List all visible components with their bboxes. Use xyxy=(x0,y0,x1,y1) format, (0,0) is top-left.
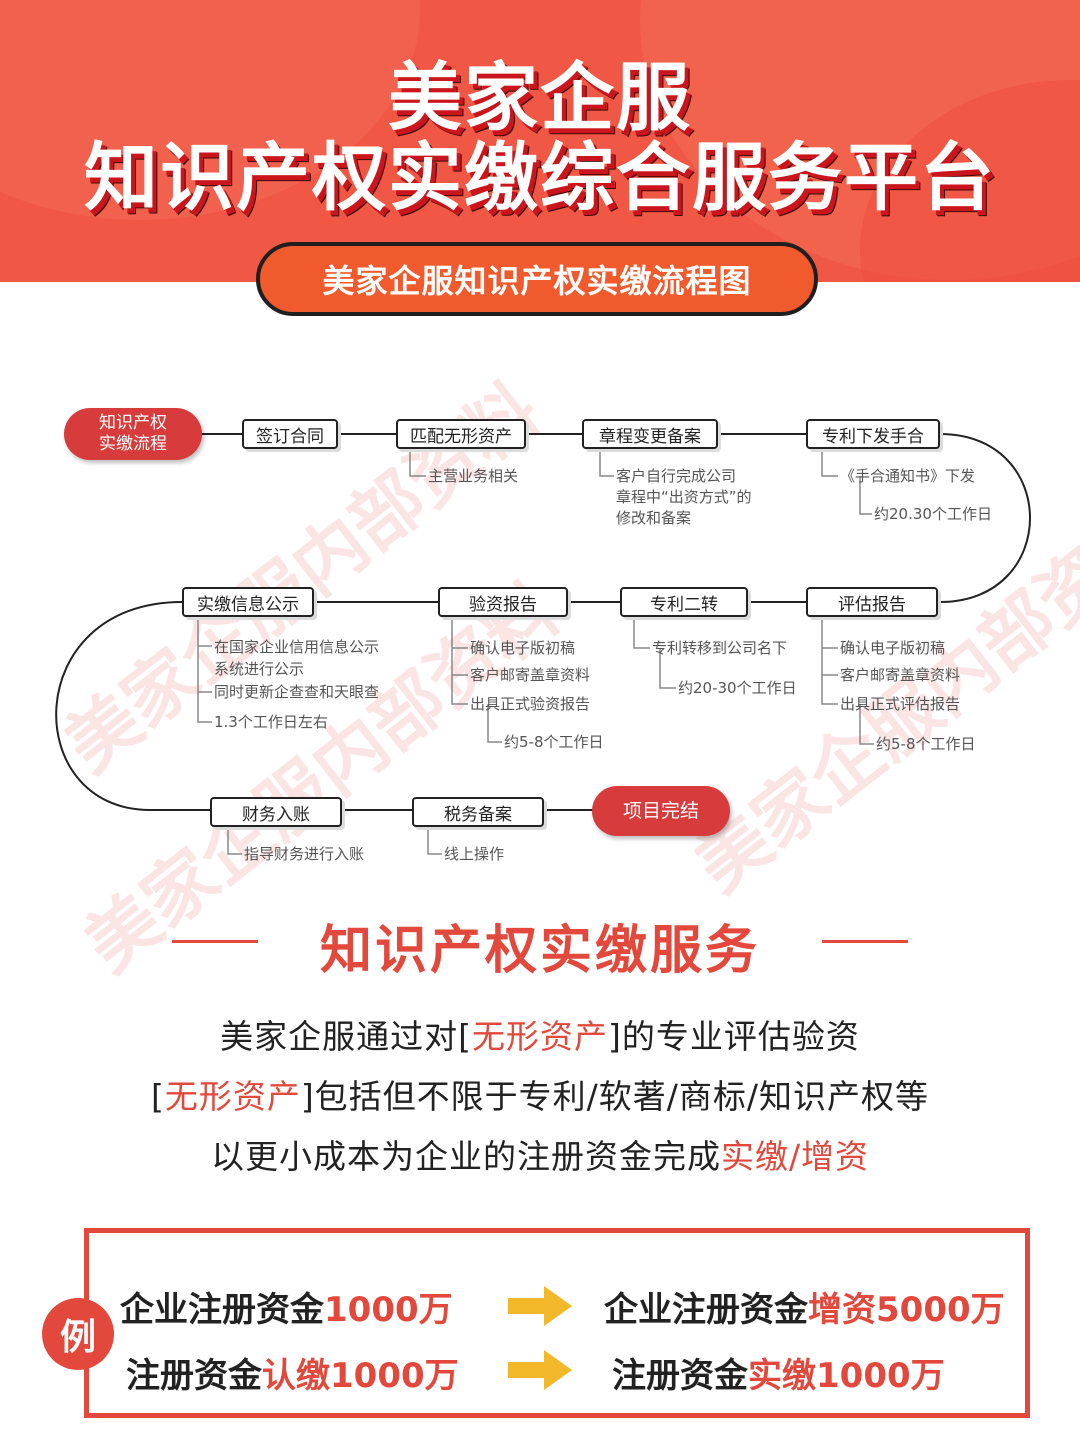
flow-node-disclosure: 实缴信息公示 xyxy=(182,587,314,617)
note-branch xyxy=(659,648,676,689)
flow-node-appraisal-report: 评估报告 xyxy=(806,587,938,617)
flow-note: 同时更新企查查和天眼查 xyxy=(214,683,380,701)
flow-node-accounting: 财务入账 xyxy=(210,797,342,827)
highlight-text: 实缴1000万 xyxy=(748,1356,945,1396)
highlight-text: 无形资产 xyxy=(164,1077,301,1116)
example-badge: 例 xyxy=(42,1298,114,1370)
flow-note: 客户邮寄盖章资料 xyxy=(840,666,961,684)
note-branch xyxy=(451,616,468,705)
text-segment: 注册资金 xyxy=(612,1356,748,1396)
example-row2-left: 注册资金认缴1000万 xyxy=(126,1348,459,1397)
highlight-text: 认缴1000万 xyxy=(262,1356,459,1396)
flow-note: 约5-8个工作日 xyxy=(504,733,604,751)
highlight-text: 1000万 xyxy=(324,1290,453,1330)
note-branch xyxy=(427,824,442,855)
note-branch xyxy=(227,824,242,855)
example-box xyxy=(84,1228,1030,1418)
flow-note: 在国家企业信用信息公示 系统进行公示 xyxy=(214,638,380,678)
flow-end-capsule: 项目完结 xyxy=(592,786,730,836)
section-divider-left xyxy=(172,940,258,943)
service-line-2: [无形资产]包括但不限于专利/软著/商标/知识产权等 xyxy=(0,1070,1080,1118)
page-title-line1: 美家企服 xyxy=(388,55,692,141)
note-branch xyxy=(633,616,650,649)
example-row1-right: 企业注册资金增资5000万 xyxy=(604,1282,1005,1331)
flow-note: 客户自行完成公司 章程中“出资方式”的 修改和备案 xyxy=(616,467,752,527)
arrow-right-icon xyxy=(508,1286,572,1326)
header-banner: 美家企服 知识产权实缴综合服务平台 xyxy=(0,0,1080,282)
flow-note: 约5-8个工作日 xyxy=(876,735,976,753)
note-branch xyxy=(821,616,838,705)
flow-note: 约20-30个工作日 xyxy=(678,679,797,697)
note-branch xyxy=(197,616,212,723)
flow-note: 指导财务进行入账 xyxy=(244,845,365,863)
note-branch xyxy=(487,704,502,743)
highlight-text: 增资5000万 xyxy=(808,1290,1005,1330)
flow-node-patent-notice: 专利下发手合 xyxy=(806,419,940,449)
highlight-text: 无形资产 xyxy=(472,1017,608,1056)
flow-note: 出具正式验资报告 xyxy=(470,695,591,713)
text-segment: 美家企服通过对[ xyxy=(220,1017,472,1056)
arrow-right-icon xyxy=(508,1350,572,1390)
note-branch xyxy=(599,448,614,477)
text-segment: 注册资金 xyxy=(126,1356,262,1396)
connector-loop-left xyxy=(55,601,183,811)
text-segment: ]包括但不限于专利/软著/商标/知识产权等 xyxy=(300,1077,930,1116)
flow-note: 1.3个工作日左右 xyxy=(214,713,328,731)
section-divider-right xyxy=(822,940,908,943)
flow-node-charter-change: 章程变更备案 xyxy=(582,419,718,449)
flowchart-heading-pill: 美家企服知识产权实缴流程图 xyxy=(256,242,818,316)
flow-note: 出具正式评估报告 xyxy=(840,695,961,713)
flow-node-capital-verification: 验资报告 xyxy=(438,587,568,617)
highlight-text: 实缴/增资 xyxy=(720,1137,870,1176)
flow-node-sign-contract: 签订合同 xyxy=(242,419,338,449)
note-branch xyxy=(859,476,872,515)
text-segment: 企业注册资金 xyxy=(120,1290,324,1330)
page-title-line2: 知识产权实缴综合服务平台 xyxy=(84,135,996,221)
note-branch xyxy=(409,448,426,477)
text-segment: 企业注册资金 xyxy=(604,1290,808,1330)
flow-node-match-assets: 匹配无形资产 xyxy=(396,419,526,449)
flow-note: 主营业务相关 xyxy=(428,467,519,485)
text-segment: ]的专业评估验资 xyxy=(608,1017,860,1056)
text-segment: [ xyxy=(150,1077,165,1116)
flow-note: 约20.30个工作日 xyxy=(874,505,992,523)
flowchart: 知识产权 实缴流程 签订合同 匹配无形资产 章程变更备案 专利下发手合 主营业务… xyxy=(0,330,1080,890)
flow-note: 客户邮寄盖章资料 xyxy=(470,666,591,684)
service-line-3: 以更小成本为企业的注册资金完成实缴/增资 xyxy=(0,1130,1080,1178)
note-branch xyxy=(859,704,874,745)
example-row1-left: 企业注册资金1000万 xyxy=(120,1282,453,1331)
flow-note: 确认电子版初稿 xyxy=(840,639,946,657)
flow-note: 线上操作 xyxy=(444,845,505,863)
flow-note: 《手合通知书》下发 xyxy=(840,467,976,485)
text-segment: 以更小成本为企业的注册资金完成 xyxy=(210,1137,721,1176)
service-section-title: 知识产权实缴服务 xyxy=(319,921,760,981)
flow-note: 确认电子版初稿 xyxy=(470,639,576,657)
flow-note: 专利转移到公司名下 xyxy=(652,639,788,657)
service-line-1: 美家企服通过对[无形资产]的专业评估验资 xyxy=(0,1010,1080,1058)
connector-loop-right xyxy=(939,433,1031,603)
flow-start-capsule: 知识产权 实缴流程 xyxy=(64,408,202,460)
example-row2-right: 注册资金实缴1000万 xyxy=(612,1348,945,1397)
flow-start-label: 知识产权 实缴流程 xyxy=(99,413,167,454)
flow-node-patent-transfer: 专利二转 xyxy=(620,587,748,617)
flow-node-tax-filing: 税务备案 xyxy=(412,797,544,827)
note-branch xyxy=(821,448,838,477)
